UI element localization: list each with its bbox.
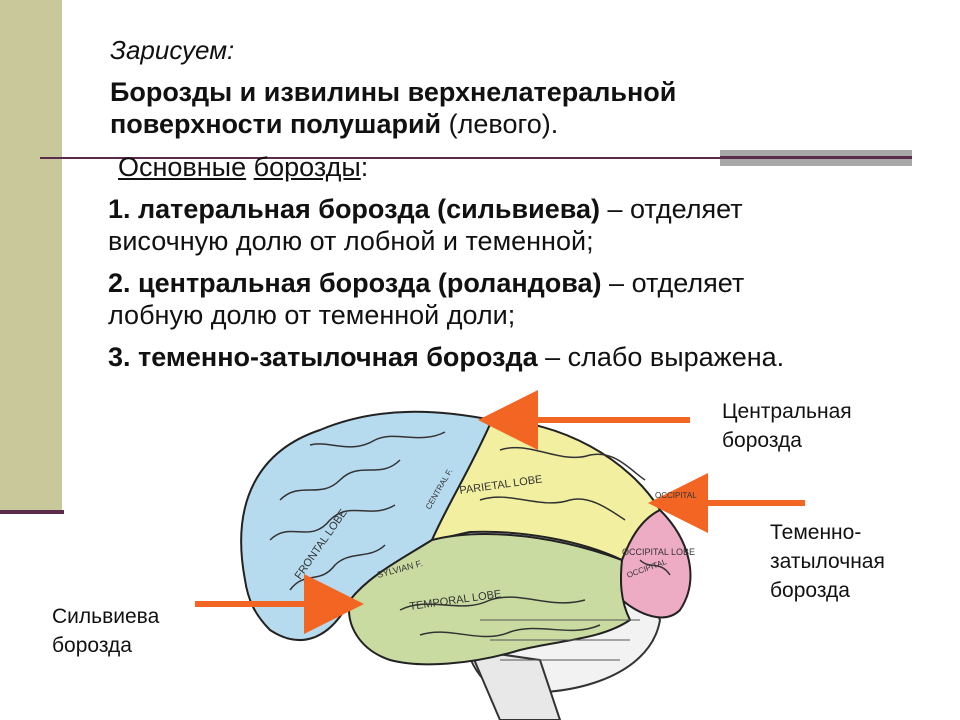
item-2-rest: – отделяет лобную долю от теменной доли; — [108, 268, 745, 330]
item-2: 2. центральная борозда (роландова) – отд… — [108, 267, 828, 331]
sulci-word: борозды — [253, 152, 361, 182]
brainstem — [468, 648, 562, 720]
lobe-label-occipital: OCCIPITAL LOBE — [622, 547, 695, 557]
colon: : — [360, 152, 369, 182]
item-1-bold: 1. латеральная борозда (сильвиева) — [108, 194, 600, 224]
item-3: 3. теменно-затылочная борозда – слабо вы… — [108, 341, 928, 373]
occipital-lobe — [618, 508, 692, 619]
lobe-label-occipital-fissure: OCCIPITAL — [655, 491, 697, 500]
title-rest: (левого). — [441, 109, 559, 139]
item-3-rest: – слабо выражена. — [537, 342, 785, 372]
item-3-bold: 3. теменно-затылочная борозда — [108, 342, 538, 372]
divider-line — [40, 157, 720, 159]
item-1: 1. латеральная борозда (сильвиева) – отд… — [108, 193, 828, 257]
title-bold: Борозды и извилины верхнелатеральной пов… — [110, 77, 677, 139]
title: Борозды и извилины верхнелатеральной пов… — [110, 76, 830, 140]
item-2-bold: 2. центральная борозда (роландова) — [108, 268, 602, 298]
gyri-lines — [269, 431, 671, 661]
left-accent-edge — [0, 510, 64, 514]
main-sulci-heading: Основные борозды: — [118, 151, 368, 183]
label-sylvian-fissure: Сильвиева борозда — [52, 605, 160, 657]
divider-accent — [720, 150, 912, 166]
left-accent-bar — [0, 0, 62, 512]
main-word: Основные — [118, 152, 247, 182]
heading: Зарисуем: — [110, 35, 235, 65]
item-1-rest: – отделяет височную долю от лобной и тем… — [108, 194, 743, 256]
label-central-sulcus: Центральная борозда — [722, 400, 852, 452]
label-parieto-occipital-sulcus: Теменно-затылочная борозда — [770, 521, 885, 602]
